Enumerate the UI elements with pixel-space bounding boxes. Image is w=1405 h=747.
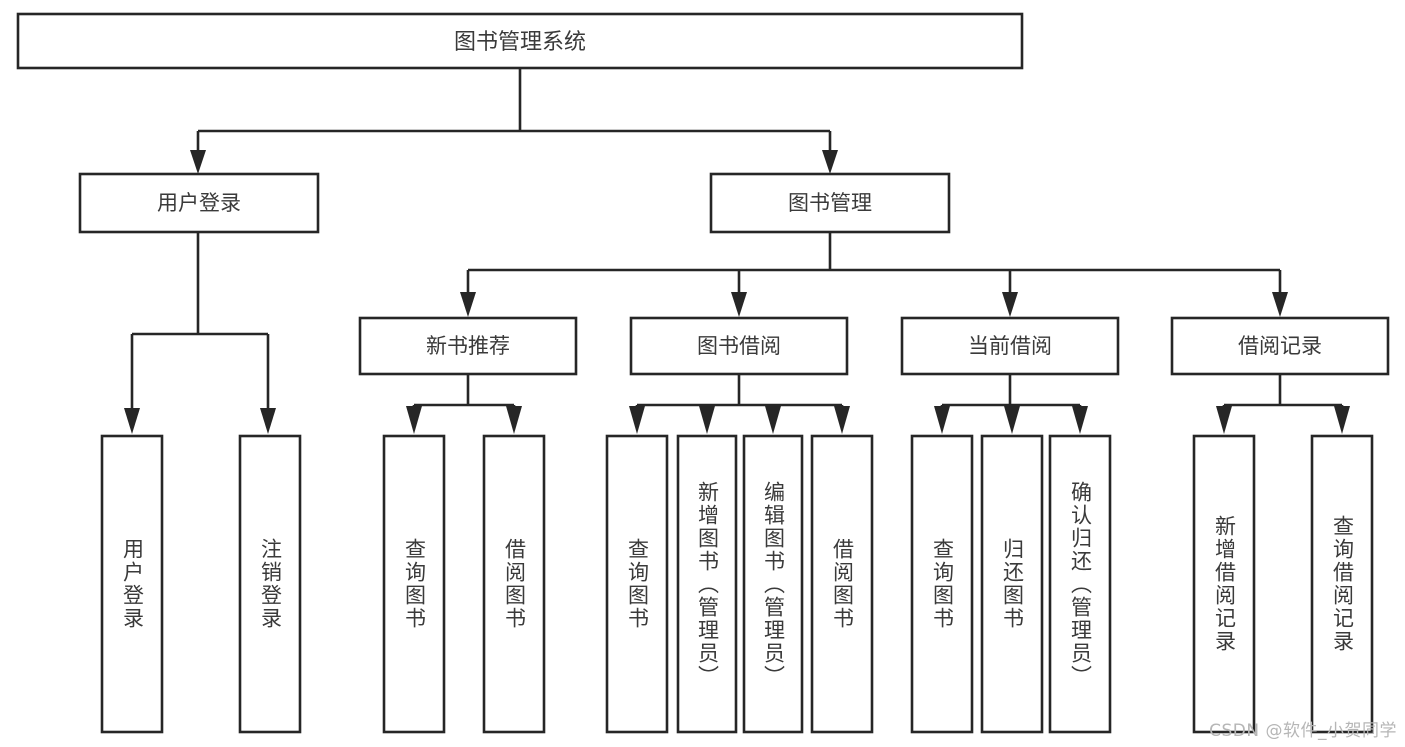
arrow-head-icon [460, 292, 476, 317]
arrow-head-icon [406, 406, 422, 434]
node-label-current-borrow: 当前借阅 [968, 334, 1052, 358]
node-box-user-login[interactable] [78, 172, 320, 234]
arrow-head-icon [124, 408, 140, 434]
node-box-leaf-query-book-2[interactable] [605, 434, 669, 734]
node-box-leaf-borrow-book-2[interactable] [810, 434, 874, 734]
node-box-leaf-query-book-3[interactable] [910, 434, 974, 734]
node-borrow-record[interactable]: 借阅记录 [1170, 316, 1390, 376]
connector-group-new-book-rec [406, 374, 522, 434]
arrow-head-icon [822, 150, 838, 174]
node-box-leaf-user-login[interactable] [100, 434, 164, 734]
arrow-head-icon [699, 406, 715, 434]
node-book-manage[interactable]: 图书管理 [709, 172, 951, 234]
leaf-boxes [100, 434, 1374, 734]
arrow-head-icon [506, 406, 522, 434]
arrow-head-icon [1004, 406, 1020, 434]
arrow-head-icon [834, 406, 850, 434]
arrow-head-icon [190, 150, 206, 174]
arrow-head-icon [629, 406, 645, 434]
node-box-leaf-query-record[interactable] [1310, 434, 1374, 734]
node-box-current-borrow[interactable] [900, 316, 1120, 376]
node-box-leaf-add-record[interactable] [1192, 434, 1256, 734]
node-book-borrow[interactable]: 图书借阅 [629, 316, 849, 376]
connector-group-current-borrow [934, 374, 1088, 434]
node-user-login[interactable]: 用户登录 [78, 172, 320, 234]
node-root[interactable]: 图书管理系统 [16, 12, 1024, 70]
node-box-book-manage[interactable] [709, 172, 951, 234]
arrow-head-icon [1334, 406, 1350, 434]
node-box-leaf-confirm-return[interactable] [1048, 434, 1112, 734]
node-label-borrow-record: 借阅记录 [1238, 334, 1322, 358]
node-box-leaf-user-logout[interactable] [238, 434, 302, 734]
arrow-head-icon [260, 408, 276, 434]
node-box-root[interactable] [16, 12, 1024, 70]
connector-group-root [190, 68, 838, 174]
node-current-borrow[interactable]: 当前借阅 [900, 316, 1120, 376]
node-box-leaf-add-book[interactable] [676, 434, 738, 734]
arrow-head-icon [1002, 292, 1018, 317]
node-label-user-login: 用户登录 [157, 191, 241, 215]
connector-group-borrow-record [1216, 374, 1350, 434]
node-label-book-borrow: 图书借阅 [697, 334, 781, 358]
node-box-leaf-return-book[interactable] [980, 434, 1044, 734]
arrow-head-icon [1216, 406, 1232, 434]
connector-group-book-manage [460, 232, 1288, 317]
connector-group-user-login [124, 232, 276, 434]
arrow-head-icon [1272, 292, 1288, 317]
arrow-head-icon [934, 406, 950, 434]
arrow-head-icon [731, 292, 747, 317]
node-label-book-manage: 图书管理 [788, 191, 872, 215]
connector-group-book-borrow [629, 374, 850, 434]
arrow-head-icon [765, 406, 781, 434]
node-box-leaf-query-book-1[interactable] [382, 434, 446, 734]
node-label-root: 图书管理系统 [454, 30, 586, 55]
node-box-leaf-borrow-book-1[interactable] [482, 434, 546, 734]
node-box-leaf-edit-book[interactable] [742, 434, 804, 734]
arrow-head-icon [1072, 406, 1088, 434]
node-box-borrow-record[interactable] [1170, 316, 1390, 376]
node-box-new-book-rec[interactable] [358, 316, 578, 376]
node-box-book-borrow[interactable] [629, 316, 849, 376]
node-label-new-book-rec: 新书推荐 [426, 334, 510, 358]
node-new-book-rec[interactable]: 新书推荐 [358, 316, 578, 376]
